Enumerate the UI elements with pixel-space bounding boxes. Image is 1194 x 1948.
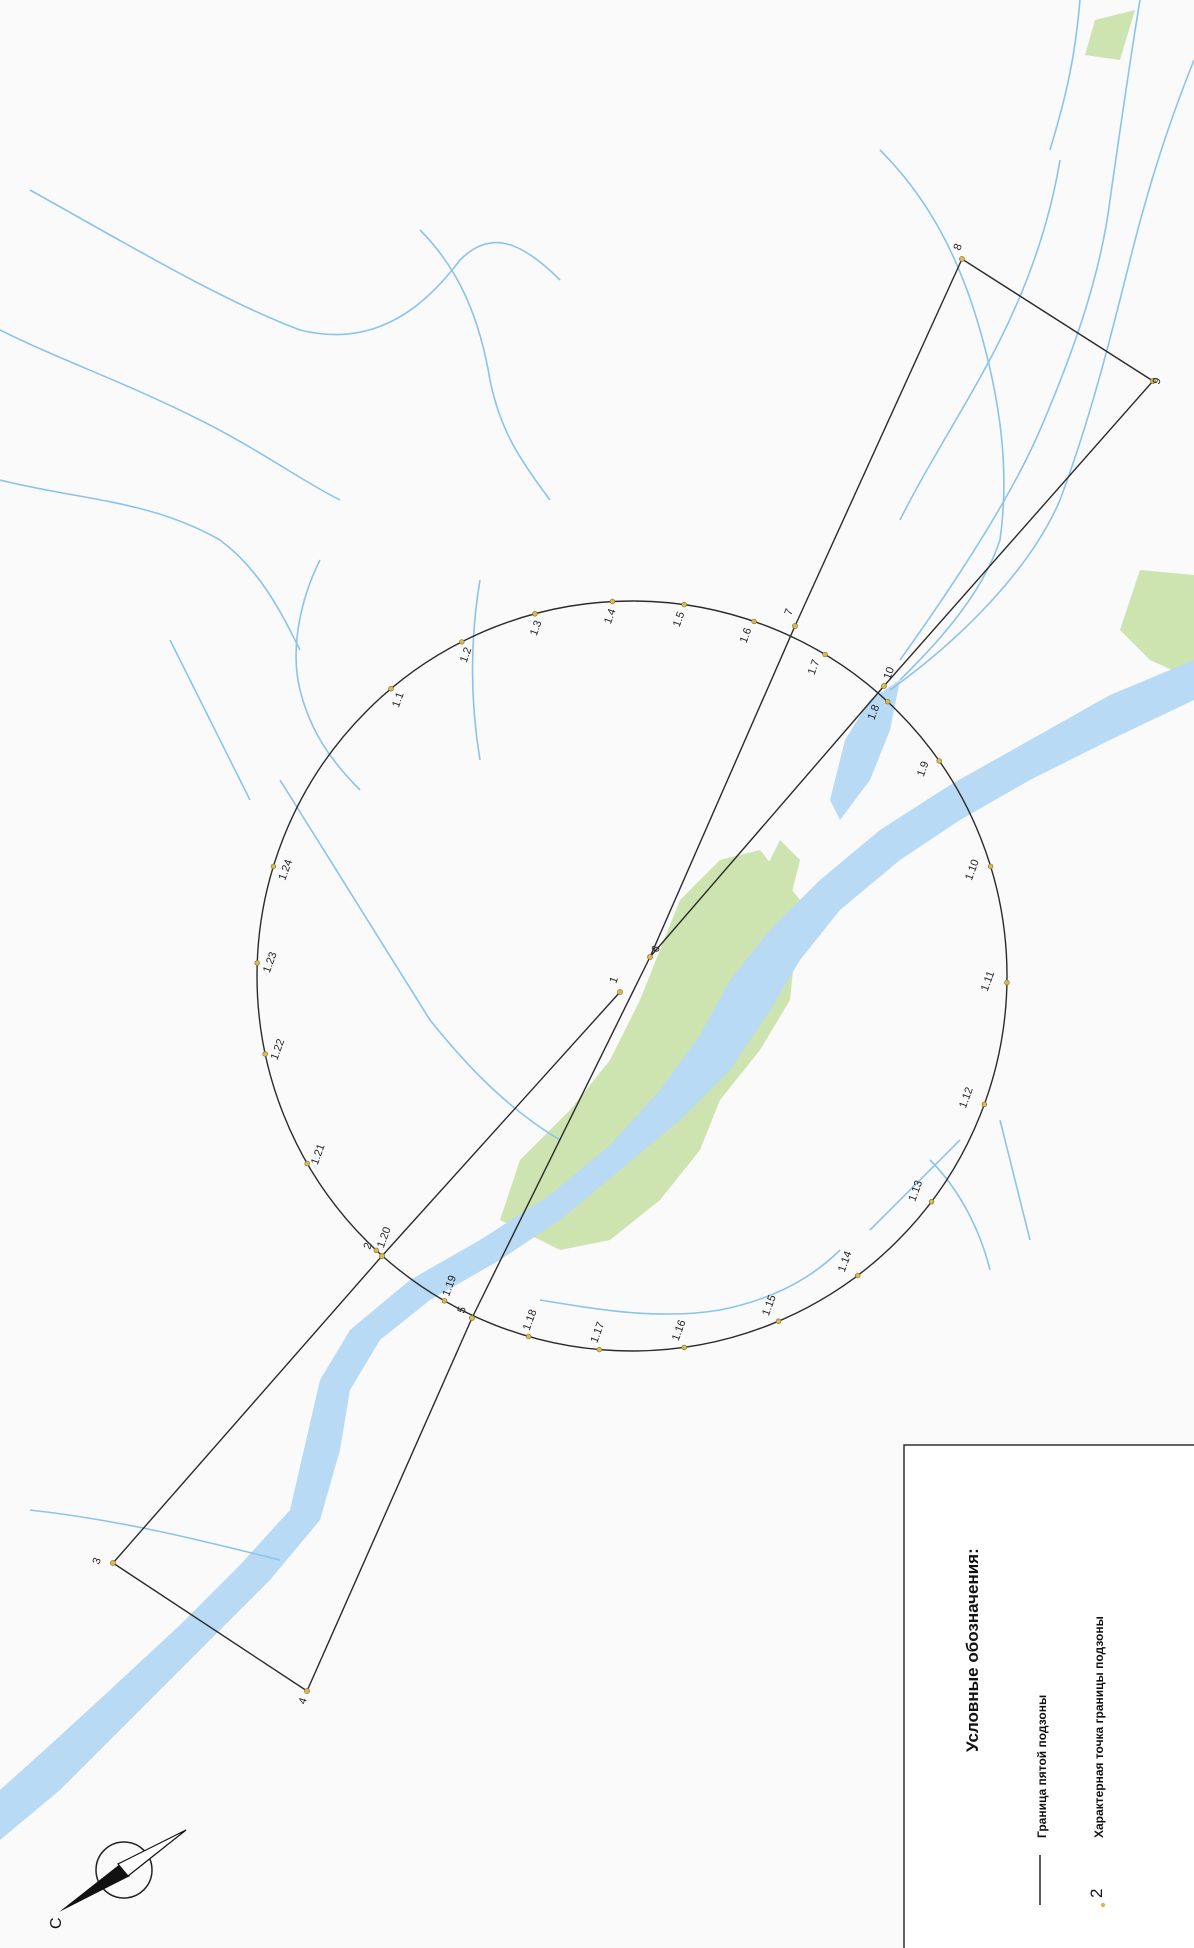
circle-point-marker <box>270 863 277 870</box>
compass-north-label: С <box>48 1917 65 1929</box>
circle-point-label: 1.3 <box>528 619 545 637</box>
boundary-point-marker <box>379 1253 385 1259</box>
legend-item-boundary-label: Граница пятой подзоны <box>1035 1695 1049 1838</box>
boundary-point-marker <box>792 623 798 629</box>
boundary-point-label: 8 <box>952 242 965 252</box>
circle-point-marker <box>373 1247 379 1254</box>
circle-point-marker <box>987 863 994 870</box>
subzone-circle <box>256 600 1008 1352</box>
circle-point-label: 1.2 <box>458 646 475 664</box>
circle-point-label: 1.5 <box>671 610 688 628</box>
boundary-point-marker <box>959 256 965 262</box>
circle-point-marker <box>751 618 757 625</box>
legend-title: Условные обозначения: <box>963 1548 982 1752</box>
circle-point-marker <box>1004 979 1010 986</box>
circle-point-marker <box>822 651 828 658</box>
boundary-points-layer: 1 2 3 4 5 6 7 8 9 10 <box>91 242 1164 1706</box>
circle-point-label: 1.8 <box>866 703 883 721</box>
circle-point-marker <box>609 598 616 605</box>
circle-point-label: 1.6 <box>738 626 755 644</box>
boundary-point-label: 5 <box>456 1305 469 1315</box>
vegetation-layer <box>500 10 1194 1250</box>
boundary-point-marker <box>617 989 623 995</box>
boundary-point-marker <box>881 683 887 689</box>
legend: Условные обозначения: Граница пятой подз… <box>903 1444 1194 1948</box>
circle-point-marker <box>928 1198 935 1205</box>
boundary-point-label: 10 <box>882 665 897 681</box>
circle-point-marker <box>596 1346 602 1353</box>
boundary-point-label: 3 <box>91 1556 104 1566</box>
circle-point-marker <box>981 1101 988 1108</box>
circle-point-marker <box>459 639 465 645</box>
boundary-point-label: 4 <box>297 1696 310 1706</box>
boundary-point-label: 6 <box>650 944 663 954</box>
circle-point-marker <box>681 601 687 608</box>
circle-point-marker <box>681 1344 687 1351</box>
circle-point-marker <box>388 685 394 692</box>
circle-point-marker <box>525 1333 532 1340</box>
boundary-point-label: 2 <box>362 1241 375 1251</box>
circle-point-label: 1.4 <box>602 607 619 625</box>
circle-point-marker <box>441 1298 448 1304</box>
boundary-point-marker <box>469 1315 475 1321</box>
legend-item-point-label: Характерная точка границы подзоны <box>1092 1616 1106 1838</box>
circle-point-marker <box>262 1051 268 1057</box>
circle-point-marker <box>532 611 538 617</box>
circle-point-marker <box>936 758 942 764</box>
boundary-point-marker <box>304 1688 310 1694</box>
circle-point-label: 1.7 <box>806 658 823 676</box>
circle-point-label: 1.9 <box>915 760 932 778</box>
circle-point-marker <box>884 698 891 705</box>
boundary-point-label: 7 <box>783 607 796 617</box>
circle-point-label: 1.1 <box>390 691 407 709</box>
boundary-point-marker <box>1150 378 1156 384</box>
boundary-point-label: 9 <box>1151 376 1164 386</box>
circle-point-marker <box>254 960 260 966</box>
compass-rose-icon: С <box>48 1829 187 1929</box>
boundary-point-marker <box>647 954 653 960</box>
legend-point-symbol <box>1100 1902 1106 1908</box>
circle-point-marker <box>854 1272 861 1279</box>
legend-frame <box>903 1444 1194 1948</box>
circle-point-marker <box>304 1160 310 1167</box>
circle-point-marker <box>775 1318 782 1324</box>
boundary-point-marker <box>110 1560 116 1566</box>
boundary-point-label: 1 <box>608 975 621 985</box>
legend-point-sample: 2 <box>1087 1889 1106 1898</box>
subzone-boundary <box>112 258 1154 1692</box>
